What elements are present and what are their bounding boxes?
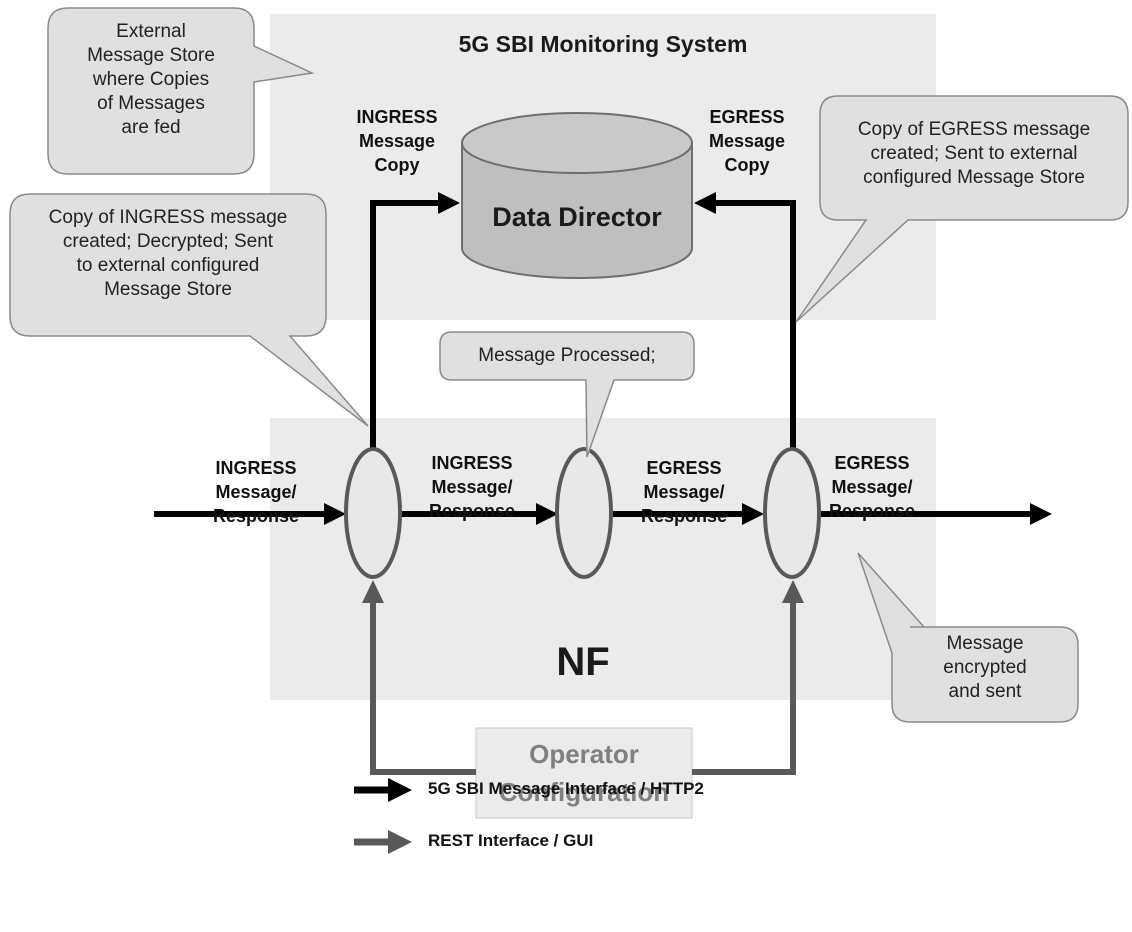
egress-out-label: EGRESS Message/ Response xyxy=(828,453,916,521)
callout-ingress-copy xyxy=(9,193,369,427)
data-director-cylinder xyxy=(461,112,693,279)
data-director-label: Data Director xyxy=(492,202,662,232)
egress-mid-arrowhead xyxy=(742,503,764,525)
ingress-in-arrowhead xyxy=(324,503,346,525)
callout-message-processed xyxy=(439,331,695,458)
legend-rest-arrowhead xyxy=(388,830,412,854)
ingress-copy-label: INGRESS Message Copy xyxy=(356,107,438,175)
legend-rest-label: REST Interface / GUI xyxy=(428,831,594,850)
operator-configuration-label: Operator Configuration xyxy=(498,739,670,807)
callout-message-encrypted-text: Message encrypted and sent xyxy=(943,633,1027,702)
callout-ingress-copy-text: Copy of INGRESS message created; Decrypt… xyxy=(48,207,288,300)
callout-egress-copy-text: Copy of EGRESS message created; Sent to … xyxy=(857,119,1091,188)
egress-copy-label: EGRESS Message Copy xyxy=(708,107,786,175)
monitoring-system-title: 5G SBI Monitoring System xyxy=(458,31,748,57)
operator-configuration-box xyxy=(475,727,693,819)
legend-sbi-label: 5G SBI Message Interface / HTTP2 xyxy=(428,779,704,798)
egress-copy-arrowhead xyxy=(694,192,716,214)
callout-message-processed-text: Message Processed; xyxy=(478,345,656,366)
ingress-in-label: INGRESS Message/ Response xyxy=(212,458,300,526)
egress-mid-label: EGRESS Message/ Response xyxy=(640,458,728,526)
ingress-mid-label: INGRESS Message/ Response xyxy=(428,453,516,521)
callout-external-store-text: External Message Store where Copies of M… xyxy=(87,21,215,138)
processing-node xyxy=(555,447,613,579)
legend-sbi-arrowhead xyxy=(388,778,412,802)
rest-interface-lines xyxy=(370,603,796,775)
nf-label: NF xyxy=(556,640,610,684)
egress-node xyxy=(763,447,821,579)
callout-external-store xyxy=(47,7,315,175)
ingress-copy-arrowhead xyxy=(438,192,460,214)
rest-arrowhead-left xyxy=(362,580,384,603)
callout-egress-copy xyxy=(795,95,1129,323)
egress-copy-path xyxy=(716,200,796,448)
callout-message-encrypted xyxy=(857,552,1079,723)
rest-arrowhead-right xyxy=(782,580,804,603)
ingress-copy-path xyxy=(370,200,438,448)
ingress-node xyxy=(344,447,402,579)
egress-out-arrowhead xyxy=(1030,503,1052,525)
ingress-mid-arrowhead xyxy=(536,503,558,525)
